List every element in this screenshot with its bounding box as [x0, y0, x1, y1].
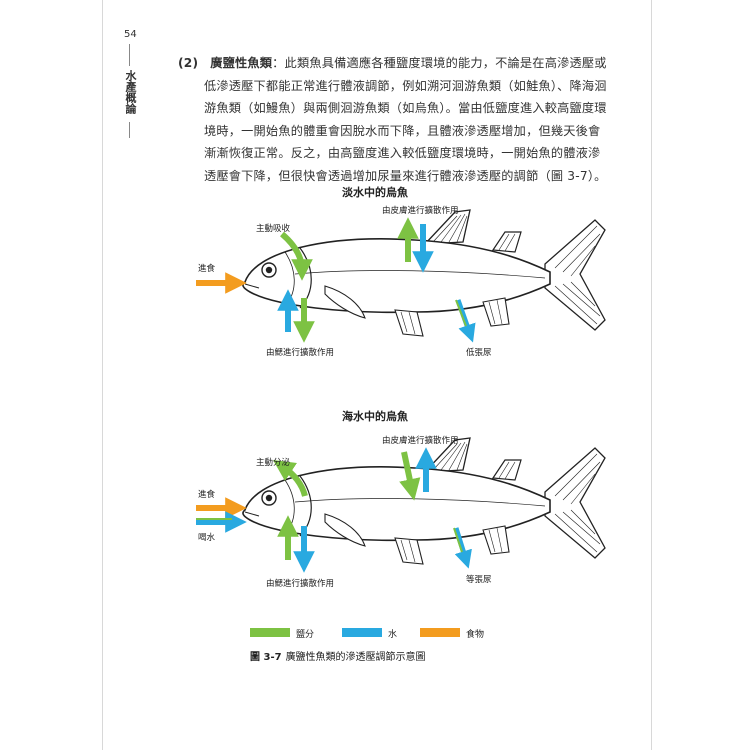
figure-caption-text: 廣鹽性魚類的滲透壓調節示意圖: [285, 652, 426, 663]
paragraph-line-3: 游魚類（如鰻魚）與兩側洄游魚類（如烏魚）。當由低鹽度進入較高鹽度環: [204, 101, 607, 115]
legend-swatch-water: [342, 628, 382, 637]
bottom-drink-label: 喝水: [198, 533, 216, 543]
paragraph-line-4: 境時，一開始魚的體重會因脫水而下降，且體液滲透壓增加，但幾天後會: [204, 123, 601, 138]
top-active-label: 主動吸收: [256, 224, 291, 234]
item-number: (2): [178, 56, 199, 70]
side-rule-top: [129, 44, 130, 66]
legend-swatch-salt: [250, 628, 290, 637]
paragraph-line-5: 漸漸恢復正常。反之，由高鹽度進入較低鹽度環境時，一開始魚的體液滲: [204, 146, 601, 160]
legend-label-salt: 鹽分: [296, 630, 315, 640]
figure-number: 圖 3-7: [250, 652, 282, 663]
paragraph-line-1: (2)廣鹽性魚類：此類魚具備適應各種鹽度環境的能力，不論是在高滲透壓或: [178, 56, 607, 70]
chapter-side-title: 水產概論: [124, 70, 137, 114]
bottom-urine-label: 等張尿: [466, 575, 492, 585]
paragraph-line-2: 低滲透壓下都能正常進行體液調節，例如溯河洄游魚類（如鮭魚）、降海洄: [204, 78, 607, 93]
urine-arrow-bottom: [453, 527, 472, 569]
active-secrete-arrow: [273, 460, 308, 497]
top-figure-title: 淡水中的烏魚: [342, 186, 408, 199]
top-urine-label: 低張尿: [466, 348, 492, 358]
fish-seawater: [242, 437, 606, 565]
body-paragraph: (2)廣鹽性魚類：此類魚具備適應各種鹽度環境的能力，不論是在高滲透壓或 低滲透壓…: [178, 52, 607, 187]
book-page: [102, 0, 652, 750]
page-number: 54: [124, 29, 137, 40]
skin-salt-arrow-bottom: [399, 451, 421, 501]
top-gill-label: 由鰓進行擴散作用: [266, 348, 335, 358]
bottom-active-label: 主動分泌: [256, 458, 291, 468]
top-skin-label: 由皮膚進行擴散作用: [382, 206, 459, 216]
bottom-figure-title: 海水中的烏魚: [342, 410, 408, 423]
legend-label-food: 食物: [466, 630, 485, 640]
bottom-skin-label: 由皮膚進行擴散作用: [382, 436, 459, 446]
paragraph-line-6: 透壓會下降，但很快會透過增加尿量來進行體液滲透壓的調節（圖 3-7）。: [204, 168, 607, 183]
active-absorb-arrow: [280, 231, 313, 281]
legend-label-water: 水: [388, 630, 398, 640]
side-rule-bottom: [129, 122, 130, 138]
legend-swatch-food: [420, 628, 460, 637]
term-heading: 廣鹽性魚類: [210, 56, 273, 70]
urine-arrow-top: [455, 299, 476, 343]
bottom-gill-label: 由鰓進行擴散作用: [266, 579, 335, 589]
top-food-label: 進食: [198, 264, 216, 274]
bottom-food-label: 進食: [198, 490, 216, 500]
